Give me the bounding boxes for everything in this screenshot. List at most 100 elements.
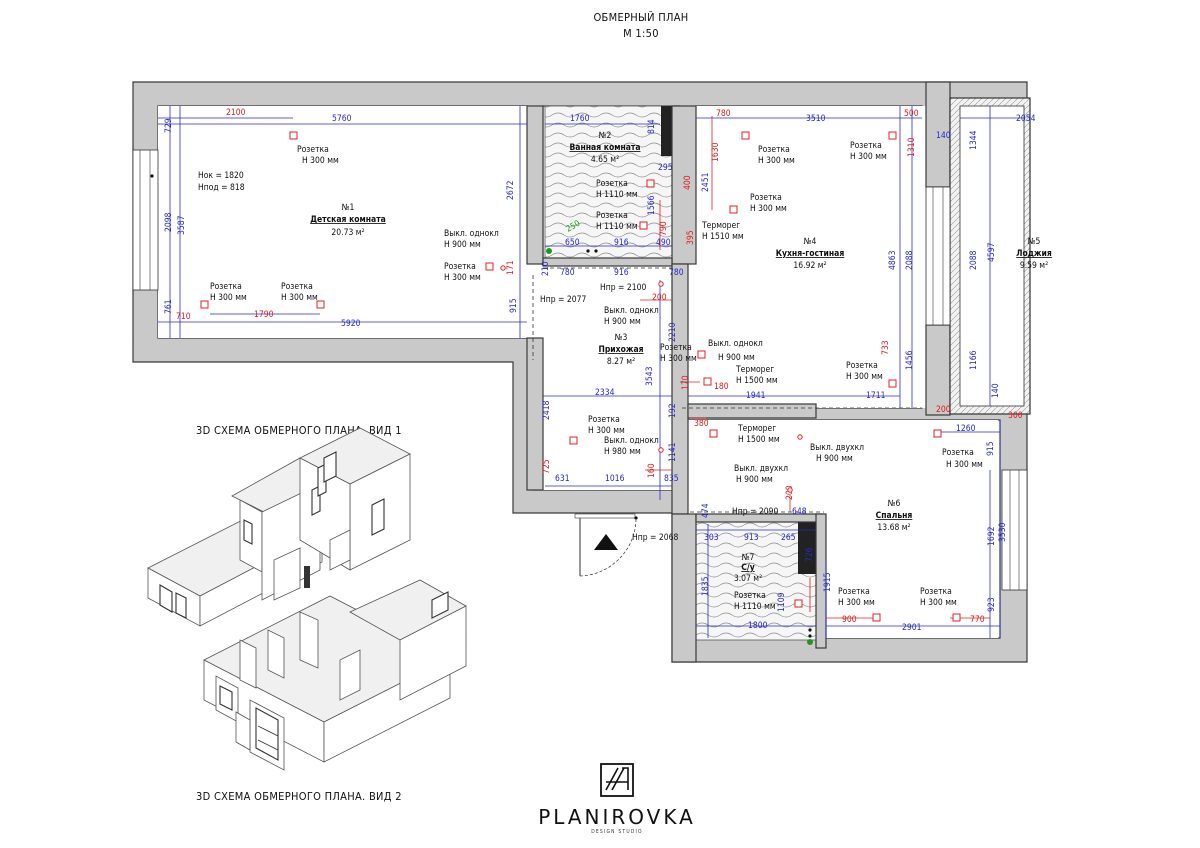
door-height: Нпр = 2068 bbox=[632, 533, 678, 543]
door-lines bbox=[532, 267, 922, 513]
dim-1790: 1790 bbox=[254, 310, 274, 320]
dim-3530: 3530 bbox=[998, 522, 1008, 542]
brand-mark-icon bbox=[600, 763, 634, 797]
plan-title: ОБМЕРНЫЙ ПЛАН М 1:50 bbox=[593, 11, 688, 40]
room-5-number: №5 bbox=[1028, 237, 1041, 247]
dim-400: 400 bbox=[683, 175, 693, 190]
dim-303: 303 bbox=[704, 533, 719, 543]
dim-1566: 1566 bbox=[647, 195, 657, 215]
socket-label: Розетка bbox=[750, 193, 782, 203]
dim-916-top: 916 bbox=[614, 238, 629, 248]
dim-1800: 1800 bbox=[748, 621, 768, 631]
socket-label: Розетка bbox=[942, 448, 974, 458]
switch-height: Н 900 мм bbox=[816, 454, 853, 464]
dim-915-bedroom: 915 bbox=[986, 441, 996, 456]
brand-logo: PLANIROVKA DESIGN STUDIO bbox=[538, 763, 696, 835]
socket-label: Розетка bbox=[596, 179, 628, 189]
dim-2088-loggia: 2088 bbox=[969, 250, 979, 270]
switch-icon bbox=[797, 434, 803, 440]
dim-2054: 2054 bbox=[1016, 114, 1036, 124]
socket-height: Н 300 мм bbox=[946, 460, 983, 470]
socket-height: Н 300 мм bbox=[210, 293, 247, 303]
dim-835: 835 bbox=[664, 474, 679, 484]
socket-icon bbox=[697, 350, 706, 359]
room-4-area: 16.92 м² bbox=[793, 261, 826, 271]
switch-label: Выкл. однокл bbox=[604, 306, 659, 316]
socket-icon bbox=[933, 429, 942, 438]
brand-tagline: DESIGN STUDIO bbox=[591, 829, 643, 835]
dim-1166: 1166 bbox=[969, 350, 979, 370]
socket-label: Розетка bbox=[588, 415, 620, 425]
socket-label: Розетка bbox=[444, 262, 476, 272]
socket-height: Н 300 мм bbox=[660, 354, 697, 364]
socket-label: Розетка bbox=[838, 587, 870, 597]
wc-shaft bbox=[798, 522, 818, 574]
socket-height: Н 300 мм bbox=[758, 156, 795, 166]
dim-4863: 4863 bbox=[888, 250, 898, 270]
room-3-name: Прихожая bbox=[598, 345, 643, 355]
switch-icon bbox=[658, 281, 664, 287]
dim-726: 726 bbox=[805, 547, 815, 562]
walls bbox=[132, 81, 1031, 663]
room-7-number: №7 bbox=[742, 553, 755, 563]
dim-1915: 1915 bbox=[823, 572, 833, 592]
socket-height: Н 1110 мм bbox=[596, 222, 638, 232]
door-icon bbox=[304, 566, 310, 588]
room-4-number: №4 bbox=[804, 237, 817, 247]
thermostat-label: Терморег bbox=[737, 424, 776, 434]
dim-192: 192 bbox=[668, 403, 678, 418]
dim-1692: 1692 bbox=[987, 526, 997, 546]
socket-height: Н 300 мм bbox=[302, 156, 339, 166]
dim-2418: 2418 bbox=[542, 400, 552, 420]
thermostat-icon bbox=[729, 205, 738, 214]
socket-label: Розетка bbox=[297, 145, 329, 155]
dim-2334: 2334 bbox=[595, 388, 615, 398]
room-7-area: 3.07 м² bbox=[734, 574, 762, 584]
switch-height: Н 900 мм bbox=[604, 317, 641, 327]
window-room6 bbox=[1001, 469, 1028, 591]
dim-1016: 1016 bbox=[605, 474, 625, 484]
wall-r1-r3 bbox=[526, 337, 544, 491]
dim-1310: 1310 bbox=[907, 137, 917, 157]
switch-label: Выкл. двухкл bbox=[734, 464, 788, 474]
socket-height: Н 300 мм bbox=[750, 204, 787, 214]
socket-label: Розетка bbox=[850, 141, 882, 151]
socket-icon bbox=[569, 436, 578, 445]
dim-729: 729 bbox=[164, 118, 174, 133]
socket-height: Н 300 мм bbox=[281, 293, 318, 303]
socket-label: Розетка bbox=[596, 211, 628, 221]
socket-label: Розетка bbox=[846, 361, 878, 371]
socket-label: Розетка bbox=[281, 282, 313, 292]
room-1-floor bbox=[158, 106, 527, 338]
socket-label: Розетка bbox=[210, 282, 242, 292]
dim-490: 490 bbox=[656, 238, 671, 248]
annotations: Розетка Н 300 мм Нок = 1820 Нпод = 818 Р… bbox=[150, 131, 983, 645]
brand-name: PLANIROVKA bbox=[538, 805, 696, 829]
dim-915: 915 bbox=[509, 298, 519, 313]
dim-1630: 1630 bbox=[711, 142, 721, 162]
socket-icon bbox=[316, 300, 325, 309]
dim-780-left: 780 bbox=[560, 268, 575, 278]
dim-1456: 1456 bbox=[905, 350, 915, 370]
room-4-floor bbox=[682, 106, 926, 408]
dim-210: 210 bbox=[541, 261, 551, 276]
loggia-wall-bottom bbox=[925, 324, 951, 416]
dim-1711: 1711 bbox=[866, 391, 886, 401]
dim-2210: 2210 bbox=[668, 322, 678, 342]
dim-900: 900 bbox=[842, 615, 857, 625]
dim-710: 710 bbox=[176, 312, 191, 322]
dim-913: 913 bbox=[744, 533, 759, 543]
entrance-door bbox=[574, 513, 637, 577]
dim-923: 923 bbox=[987, 597, 997, 612]
dimension-labels: 2100 5760 729 2098 3587 761 710 1790 592… bbox=[164, 108, 1036, 633]
door-height: Нпр = 2100 bbox=[600, 283, 646, 293]
dim-1109: 1109 bbox=[777, 592, 787, 612]
socket-height: Н 300 мм bbox=[588, 426, 625, 436]
room-3-floor bbox=[543, 264, 682, 490]
socket-icon bbox=[741, 131, 750, 140]
switch-height: Н 900 мм bbox=[718, 353, 755, 363]
dim-2451: 2451 bbox=[701, 172, 711, 192]
dim-170: 170 bbox=[681, 375, 691, 390]
title-line-1: ОБМЕРНЫЙ ПЛАН bbox=[593, 11, 688, 24]
window-top-height: Нпод = 818 bbox=[198, 183, 245, 193]
